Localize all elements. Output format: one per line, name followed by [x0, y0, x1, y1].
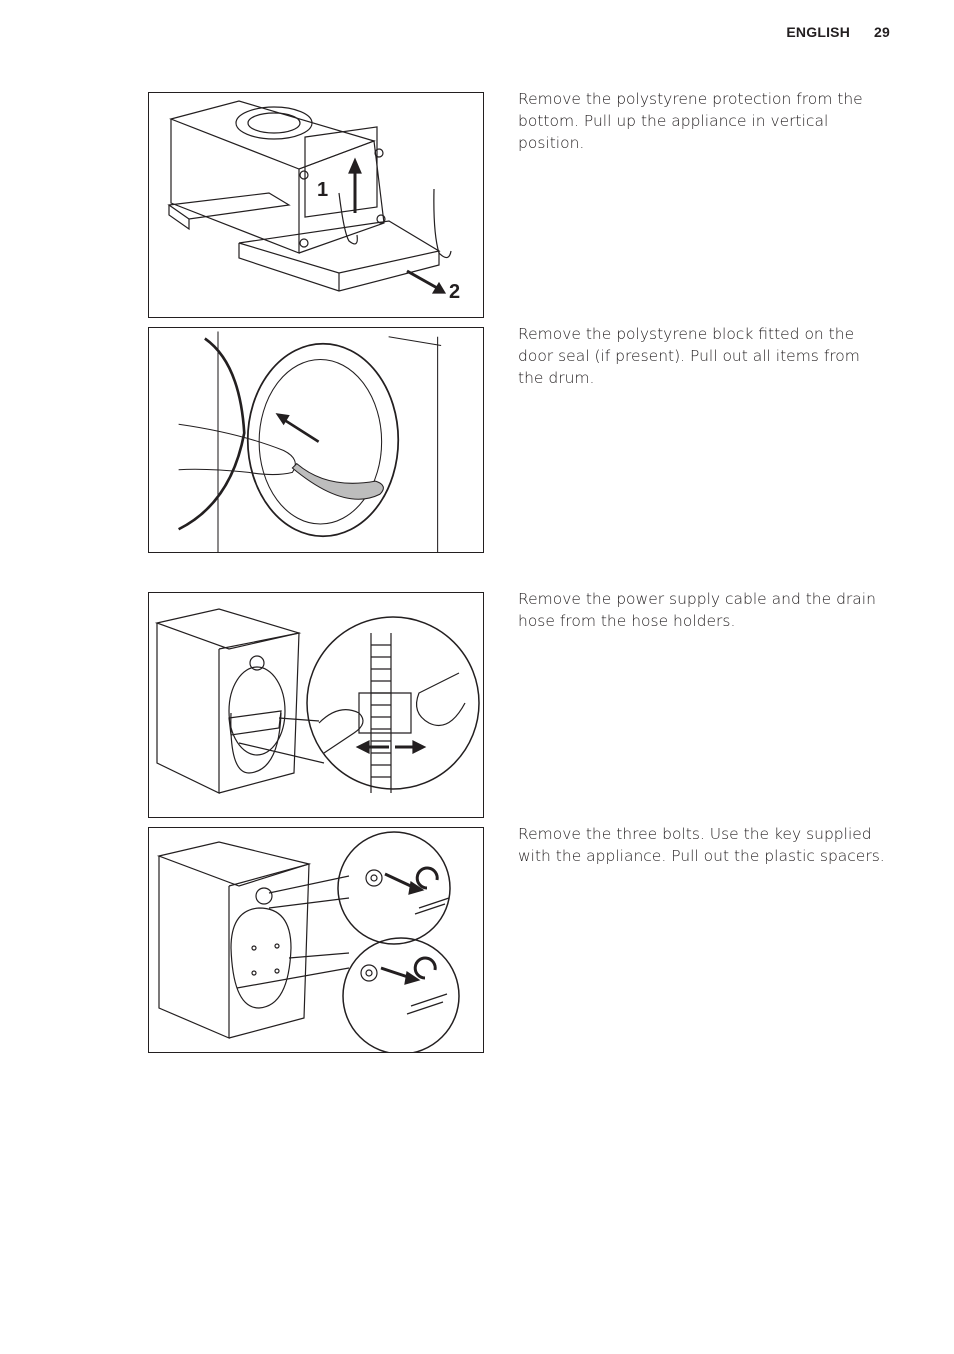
figure-step-3 [148, 592, 484, 818]
figure-step-1: 1 2 [148, 92, 484, 318]
step-1-text: Remove the polystyrene protection from t… [518, 90, 863, 152]
step-3-text: Remove the power supply cable and the dr… [518, 590, 876, 630]
washer-lying-illustration [167, 100, 452, 294]
step-2-text: Remove the polystyrene block fitted on t… [518, 325, 860, 387]
figure-step-2 [148, 327, 484, 553]
figure-label-1: 1 [317, 179, 329, 201]
page-header: ENGLISH 29 [786, 24, 890, 40]
step-4-text: Remove the three bolts. Use the key supp… [518, 825, 885, 865]
hose-holders-illustration [154, 608, 480, 794]
figure-step-4 [148, 827, 484, 1053]
bolts-illustration [156, 831, 460, 1052]
figure-label-2: 2 [449, 281, 461, 303]
step-3: Remove the power supply cable and the dr… [148, 590, 908, 820]
step-4: Remove the three bolts. Use the key supp… [148, 825, 908, 1055]
page-number: 29 [874, 24, 890, 40]
step-2: Remove the polystyrene block fitted on t… [148, 325, 908, 555]
door-seal-illustration [178, 331, 442, 552]
header-language: ENGLISH [786, 24, 851, 40]
step-1: 1 2 Remove the polystyrene protection fr… [148, 90, 908, 320]
